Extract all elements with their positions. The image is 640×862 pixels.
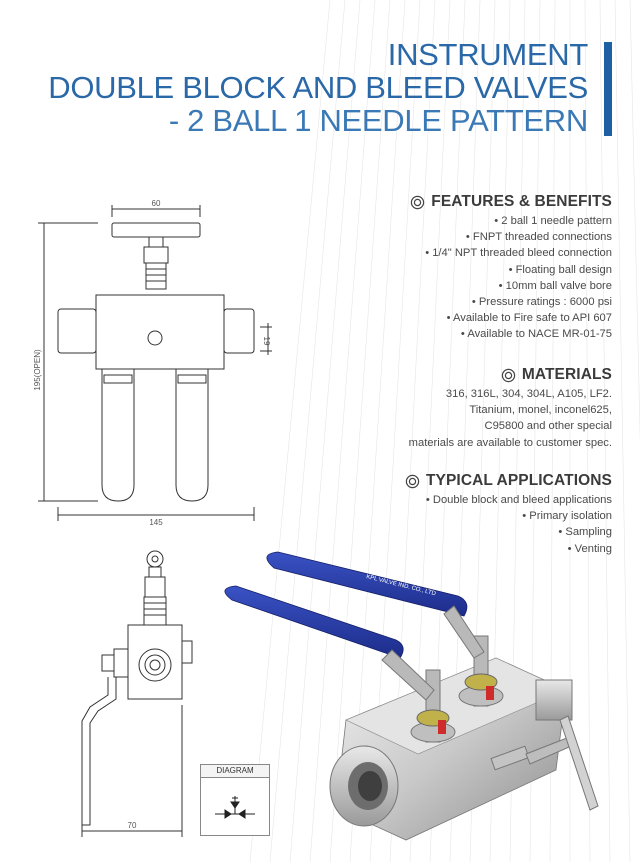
dimension-bottom: 70 xyxy=(128,821,137,830)
diagram-label: DIAGRAM xyxy=(201,765,269,778)
applications-section: TYPICAL APPLICATIONS • Double block and … xyxy=(405,472,612,557)
title-line-3: - 2 BALL 1 NEEDLE PATTERN xyxy=(168,103,588,138)
feature-item: • Pressure ratings : 6000 psi xyxy=(471,296,612,309)
materials-line: Titanium, monel, inconel625, xyxy=(469,404,612,417)
features-heading: FEATURES & BENEFITS xyxy=(431,193,612,210)
feature-item: • FNPT threaded connections xyxy=(465,231,612,244)
target-icon xyxy=(405,474,420,488)
features-section: FEATURES & BENEFITS • 2 ball 1 needle pa… xyxy=(410,193,612,343)
target-icon xyxy=(411,195,425,209)
materials-line: 316, 316L, 304, 304L, A105, LF2. xyxy=(445,388,612,400)
application-item: • Primary isolation xyxy=(522,510,612,523)
side-view-drawing: 70 xyxy=(81,550,193,837)
target-icon xyxy=(501,368,516,382)
title-line-1: INSTRUMENT xyxy=(387,37,589,72)
title-line-2: DOUBLE BLOCK AND BLEED VALVES xyxy=(48,70,588,105)
flow-diagram xyxy=(215,796,255,819)
feature-item: • 10mm ball valve bore xyxy=(498,279,612,292)
dimension-top: 60 xyxy=(152,199,161,208)
dimension-bottom: 145 xyxy=(149,518,163,527)
dimension-side: 19 xyxy=(262,337,271,346)
feature-item: • 2 ball 1 needle pattern xyxy=(494,215,612,227)
materials-line: materials are available to customer spec… xyxy=(408,436,612,449)
feature-item: • Floating ball design xyxy=(508,263,612,276)
materials-heading: MATERIALS xyxy=(521,366,612,383)
application-item: • Double block and bleed applications xyxy=(425,494,612,506)
materials-line: C95800 and other special xyxy=(484,420,612,433)
dimension-height: 195(OPEN) xyxy=(33,349,42,391)
feature-item: • Available to Fire safe to API 607 xyxy=(446,312,612,325)
page-title: INSTRUMENT DOUBLE BLOCK AND BLEED VALVES… xyxy=(48,38,588,137)
valve-product-image: KPL VALVE IND. CO., LTD KPL VALVE IND. C… xyxy=(224,551,599,841)
application-item: • Sampling xyxy=(558,526,612,539)
application-item: • Venting xyxy=(567,542,612,555)
feature-item: • 1/4" NPT threaded bleed connection xyxy=(425,247,612,260)
title-accent-bar xyxy=(604,42,612,136)
diagram-box: DIAGRAM xyxy=(200,764,270,836)
front-view-drawing: 60 195(OPEN) 19 145 xyxy=(33,199,272,527)
applications-heading: TYPICAL APPLICATIONS xyxy=(425,472,612,489)
feature-item: • Available to NACE MR-01-75 xyxy=(460,328,612,341)
materials-section: MATERIALS 316, 316L, 304, 304L, A105, LF… xyxy=(409,366,612,451)
